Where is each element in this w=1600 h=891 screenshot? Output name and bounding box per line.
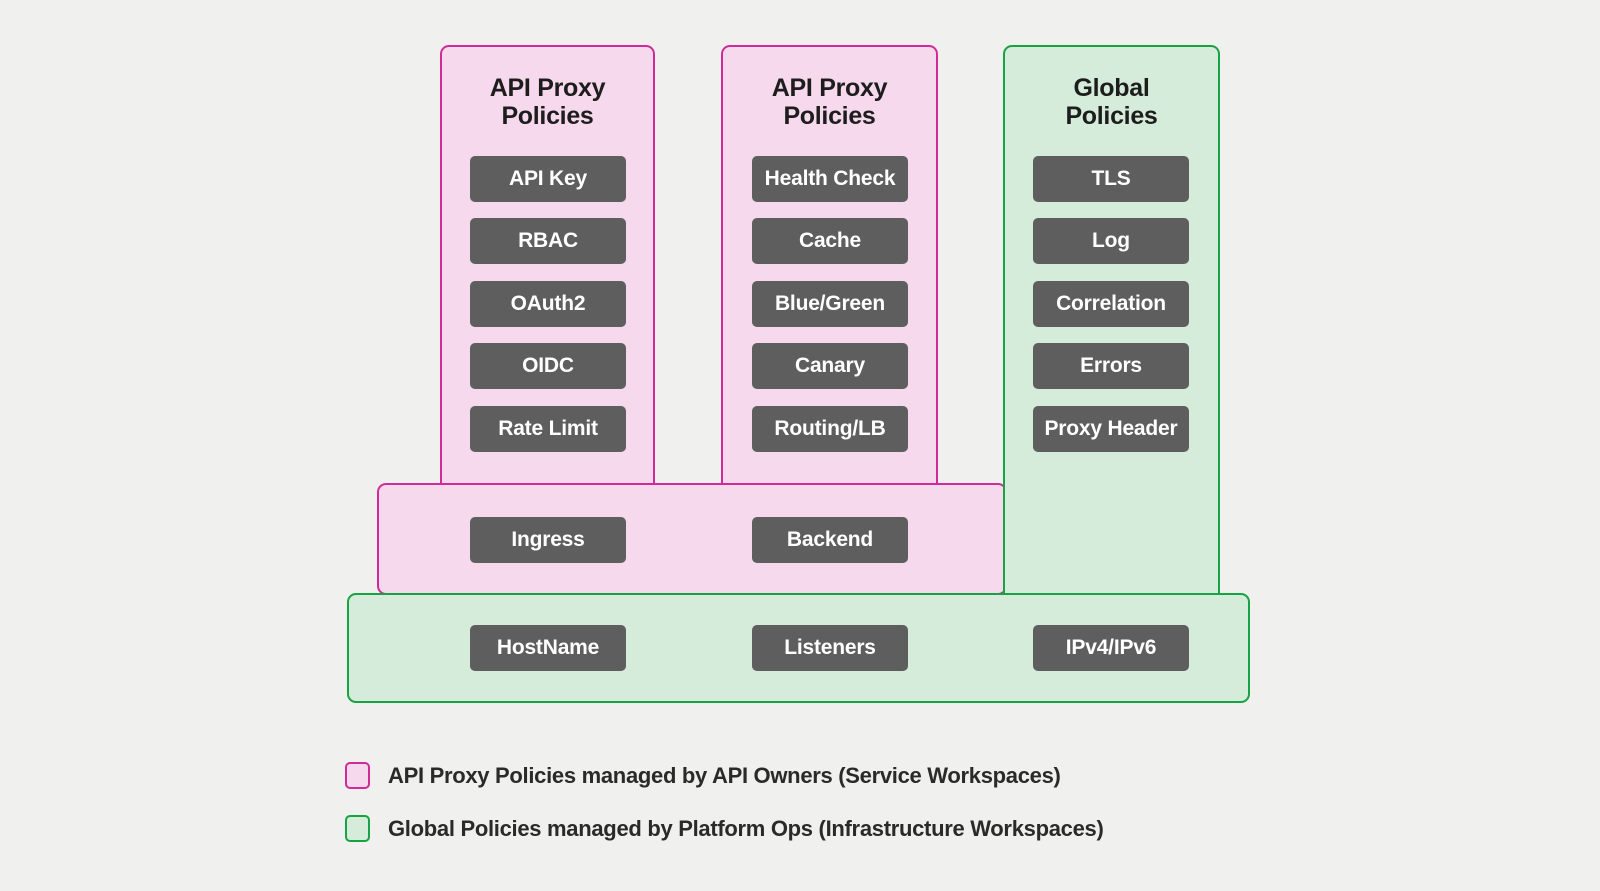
policy-chip-rbac: RBAC [470,218,626,264]
title-line: Policies [783,102,876,130]
policy-chip-ipv4-ipv6: IPv4/IPv6 [1033,625,1189,671]
policy-chip-backend: Backend [752,517,908,563]
title-line: API Proxy [771,74,888,102]
column-title-api-proxy-policies-2: API Proxy Policies [722,74,937,130]
policy-chip-blue-green: Blue/Green [752,281,908,327]
green-legend-swatch [345,815,370,842]
title-line: Global [1073,74,1150,102]
column-title-global-policies: Global Policies [1004,74,1219,130]
policy-chip-errors: Errors [1033,343,1189,389]
policy-chip-listeners: Listeners [752,625,908,671]
policy-chip-health-check: Health Check [752,156,908,202]
column-title-api-proxy-policies-1: API Proxy Policies [440,74,655,130]
policy-chip-routing-lb: Routing/LB [752,406,908,452]
policy-chip-ingress: Ingress [470,517,626,563]
title-line: API Proxy [489,74,606,102]
policy-chip-correlation: Correlation [1033,281,1189,327]
policy-chip-canary: Canary [752,343,908,389]
pink-legend-swatch [345,762,370,789]
legend-item-global-policies: Global Policies managed by Platform Ops … [345,815,1104,842]
legend-label: Global Policies managed by Platform Ops … [388,815,1104,841]
policy-chip-hostname: HostName [470,625,626,671]
legend-label: API Proxy Policies managed by API Owners… [388,762,1061,788]
title-line: Policies [1065,102,1158,130]
policy-chip-tls: TLS [1033,156,1189,202]
policy-chip-oauth2: OAuth2 [470,281,626,327]
title-line: Policies [501,102,594,130]
policy-chip-oidc: OIDC [470,343,626,389]
policy-chip-log: Log [1033,218,1189,264]
legend-item-api-proxy-policies: API Proxy Policies managed by API Owners… [345,762,1061,789]
policy-chip-rate-limit: Rate Limit [470,406,626,452]
policy-chip-proxy-header: Proxy Header [1033,406,1189,452]
policy-chip-cache: Cache [752,218,908,264]
policy-chip-api-key: API Key [470,156,626,202]
